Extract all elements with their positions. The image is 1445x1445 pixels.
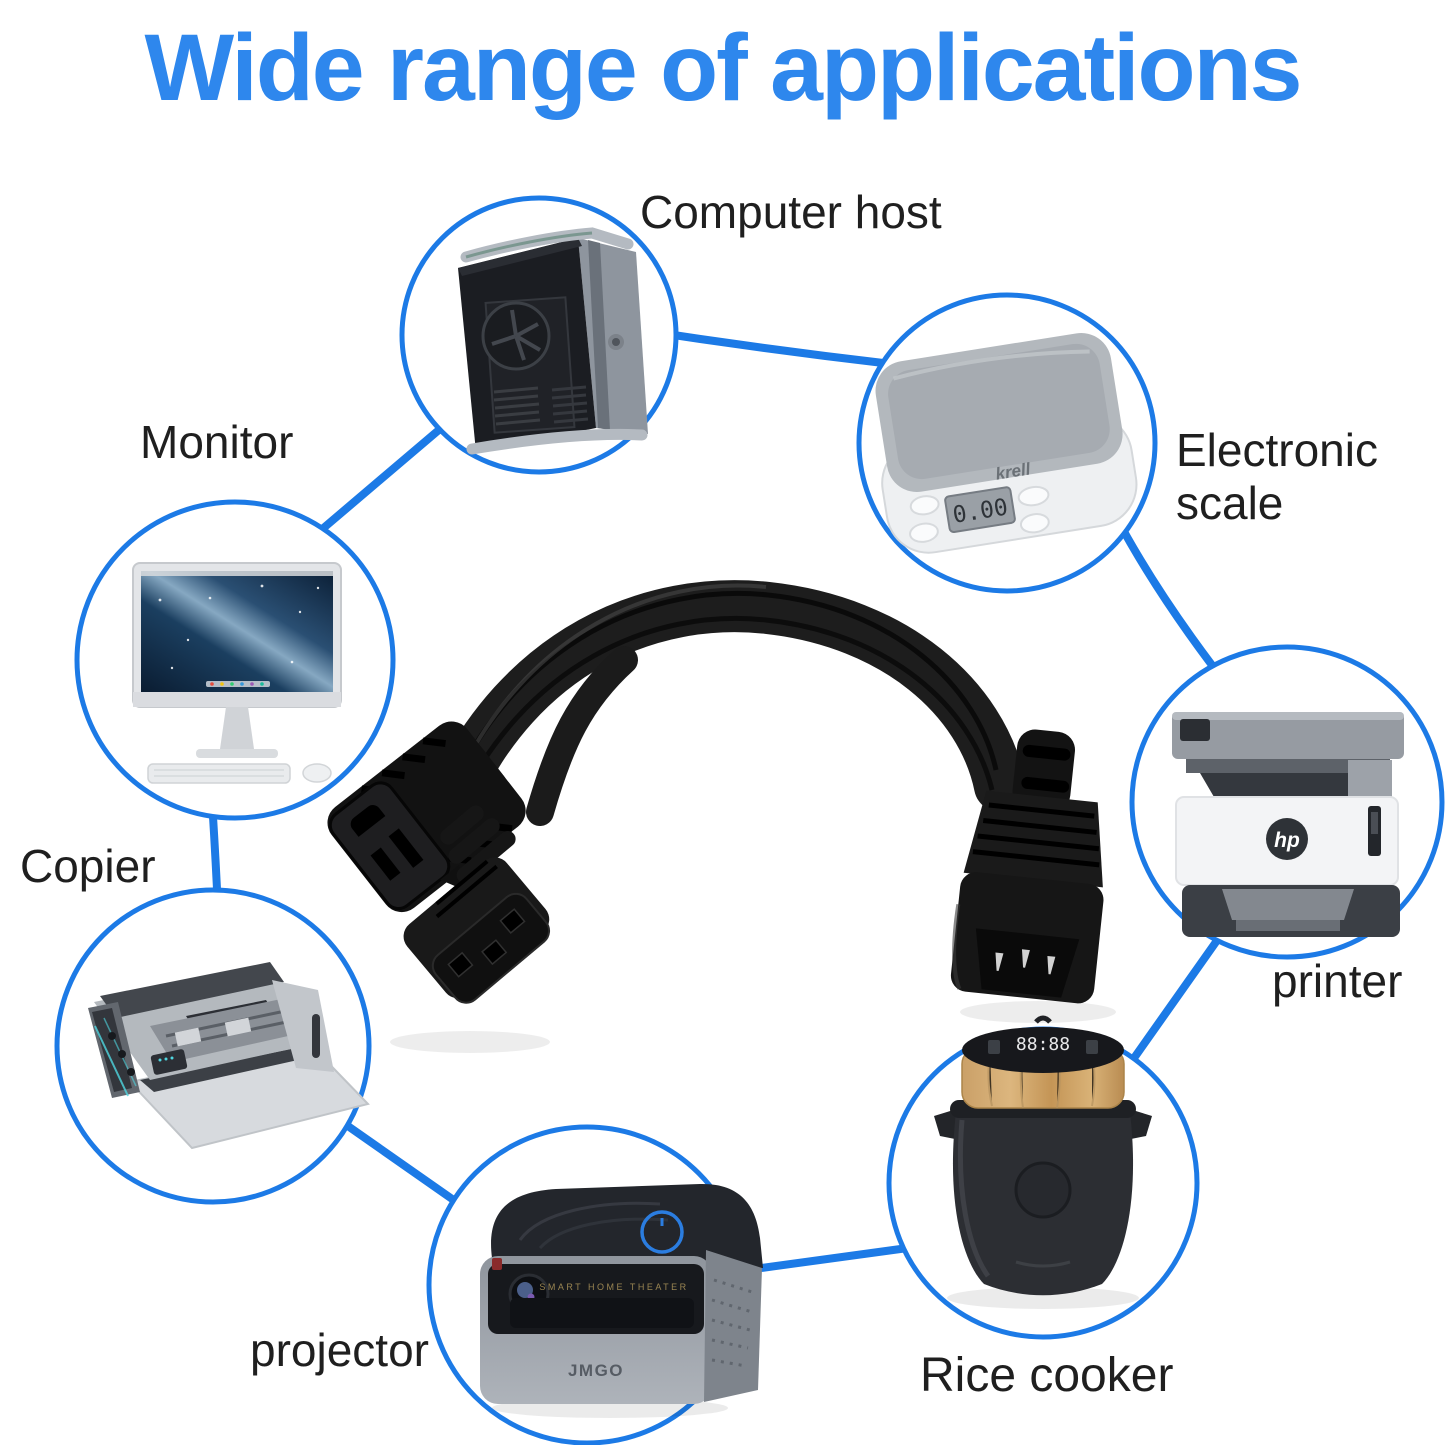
label-projector: projector [250, 1324, 429, 1376]
copier-photo: ▪▪▪ ▪▪ ▪▪▪ [88, 962, 370, 1150]
label-monitor: Monitor [140, 416, 294, 468]
projector-photo: SMART HOME THEATER JMGO [480, 1183, 763, 1418]
c14-connector [950, 729, 1104, 1004]
rice-cooker-photo: 88:88 [934, 1015, 1152, 1309]
page-title: Wide range of applications [144, 15, 1303, 121]
projector-tagline-text: SMART HOME THEATER [539, 1282, 688, 1292]
c13-connector [403, 805, 551, 1004]
line-host-scale [636, 326, 904, 369]
projector-brand-text: JMGO [568, 1361, 624, 1380]
label-electronic-scale-line1: Electronic [1176, 424, 1378, 476]
label-computer-host: Computer host [640, 186, 942, 238]
monitor-photo [132, 562, 342, 784]
printer-logo-text: hp [1274, 829, 1300, 852]
nema-5-15r-connector [327, 721, 526, 913]
label-electronic-scale-line2: scale [1176, 477, 1284, 530]
power-splitter-cable-photo [327, 580, 1116, 1053]
label-electronic-scale: Electronic scale [1176, 424, 1378, 531]
cable-loop [426, 580, 1026, 826]
electronic-scale-photo: krell 0.00 [875, 332, 1138, 554]
printer-photo: hp [1172, 712, 1404, 937]
computer-host-photo [458, 227, 648, 455]
label-copier: Copier [20, 840, 156, 892]
label-rice-cooker: Rice cooker [920, 1349, 1174, 1402]
line-projector-copier [321, 1106, 479, 1219]
label-printer: printer [1272, 955, 1403, 1007]
rice-cooker-display: 88:88 [1016, 1034, 1070, 1055]
